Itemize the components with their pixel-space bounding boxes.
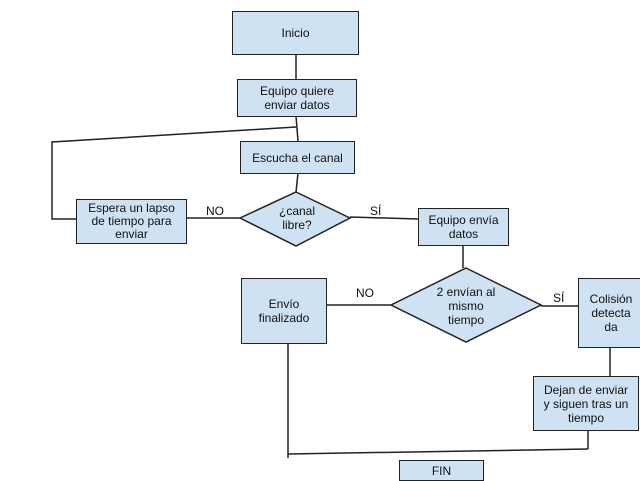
- node-fin: FIN: [399, 460, 484, 481]
- node-envio-finalizado-label: Envío finalizado: [258, 297, 310, 325]
- edge-label-no-canal: NO: [206, 204, 224, 218]
- edge-label-si-dos: SÍ: [553, 291, 565, 305]
- node-espera-label: Espera un lapso de tiempo para enviar: [88, 201, 175, 241]
- node-colision: Colisión detecta da: [578, 278, 640, 348]
- node-fin-label: FIN: [431, 463, 452, 478]
- node-dejan-enviar: Dejan de enviar y siguen tras un tiempo: [533, 376, 639, 431]
- node-envio-finalizado: Envío finalizado: [241, 278, 327, 344]
- node-colision-label: Colisión detecta da: [589, 292, 633, 334]
- edge-label-si-canal: SÍ: [370, 204, 382, 218]
- connector-loop-back: [51, 126, 297, 220]
- node-espera: Espera un lapso de tiempo para enviar: [76, 199, 187, 244]
- node-dejan-label: Dejan de enviar y siguen tras un tiempo: [543, 382, 629, 425]
- connector-canal-si: [349, 216, 419, 220]
- edge-label-no-dos: NO: [356, 286, 374, 300]
- connector-equipo-escucha: [295, 115, 299, 142]
- diamond-canal-libre: [238, 191, 352, 247]
- node-equipo-envia-label: Equipo envía datos: [428, 213, 499, 241]
- node-escucha-label: Escucha el canal: [252, 150, 343, 165]
- node-equipo-quiere-label: Equipo quiere enviar datos: [259, 84, 335, 112]
- node-inicio-label: Inicio: [281, 26, 310, 40]
- connector-escucha-canal: [295, 172, 299, 193]
- diamond-dos-envian: [389, 267, 543, 343]
- decision-dos-envian-label: 2 envían al mismo tiempo: [436, 284, 496, 327]
- decision-canal-libre-label: ¿canal libre?: [278, 204, 316, 232]
- node-escucha-canal: Escucha el canal: [240, 141, 355, 174]
- node-equipo-envia: Equipo envía datos: [418, 208, 509, 246]
- node-equipo-quiere: Equipo quiere enviar datos: [237, 79, 357, 117]
- node-inicio: Inicio: [232, 11, 359, 55]
- connector-merge: [287, 448, 589, 455]
